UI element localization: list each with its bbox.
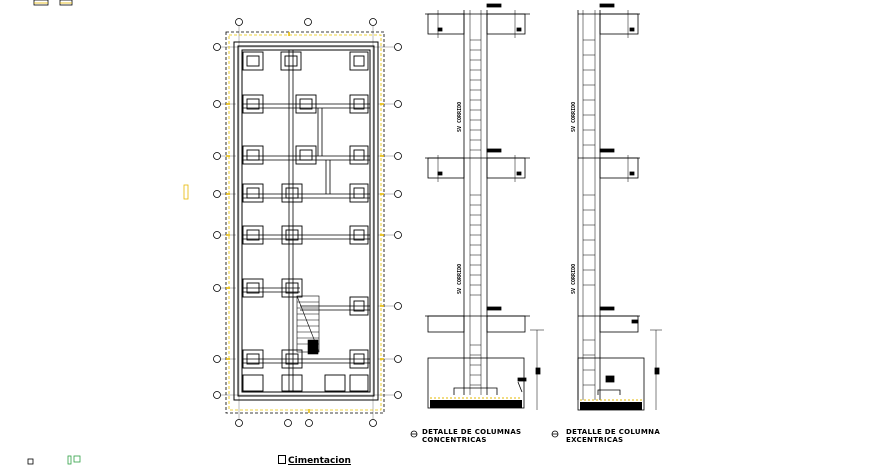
detail-concentric-line1: DETALLE DE COLUMNAS xyxy=(422,428,522,436)
column-detail-concentric xyxy=(425,3,544,410)
north-marker xyxy=(183,184,189,200)
axis-bubbles-top xyxy=(235,18,377,26)
dimension-frame xyxy=(225,31,385,414)
stair xyxy=(296,295,320,355)
detail-eccentric-title: DETALLE DE COLUMNA EXCENTRICAS xyxy=(566,428,660,444)
detail-markers xyxy=(410,430,559,438)
plan-title-text: Cimentacion xyxy=(288,456,351,466)
axis-bubbles-bottom xyxy=(235,419,377,427)
corner-markers xyxy=(27,455,81,465)
dimension-ticks xyxy=(226,32,384,413)
plan-title: Cimentacion xyxy=(278,455,351,466)
detail-eccentric-line2: EXCENTRICAS xyxy=(566,436,624,444)
foundation-plan xyxy=(183,18,402,427)
axis-bubbles-right xyxy=(394,43,402,399)
section-cut-label: SV CORRIDO xyxy=(457,263,463,294)
axis-bubbles-left xyxy=(213,43,221,399)
section-cut-label: SV CORRIDO xyxy=(571,263,577,294)
foundation-perimeter xyxy=(233,41,379,401)
title-block-icons xyxy=(33,0,73,6)
detail-concentric-title: DETALLE DE COLUMNAS CONCENTRICAS xyxy=(422,428,521,444)
interior-beams xyxy=(242,50,370,392)
section-cut-label: SV CORRIDO xyxy=(457,101,463,132)
detail-concentric-line2: CONCENTRICAS xyxy=(422,436,487,444)
column-detail-eccentric xyxy=(577,3,662,411)
footings xyxy=(242,51,369,392)
section-cut-label: SV CORRIDO xyxy=(571,101,577,132)
plan-title-marker xyxy=(278,455,286,464)
detail-eccentric-line1: DETALLE DE COLUMNA xyxy=(566,428,661,436)
